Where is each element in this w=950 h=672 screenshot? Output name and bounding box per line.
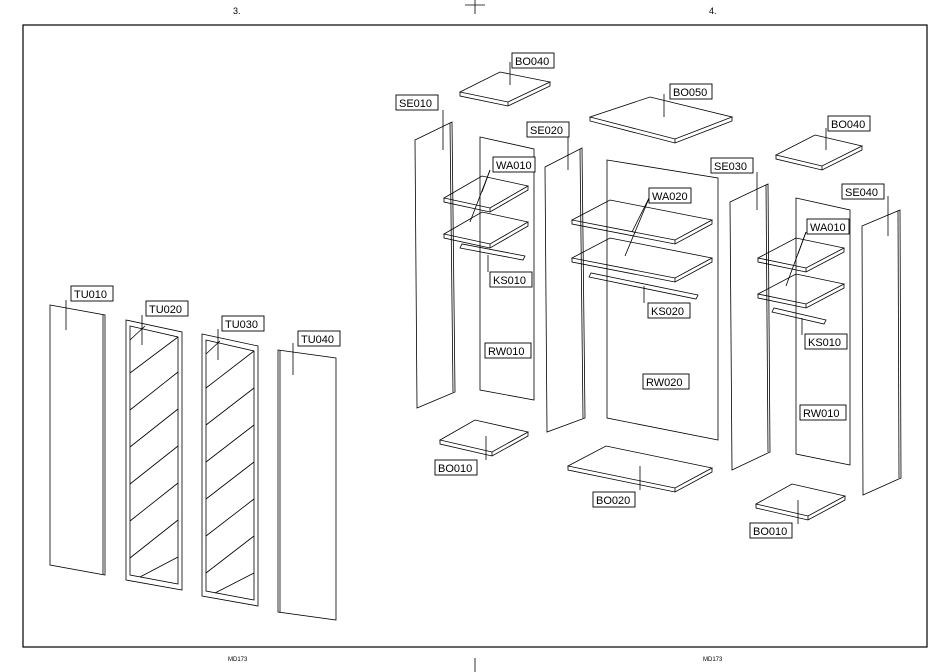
shelf-wa020-bottom: [572, 238, 712, 282]
label-rw010-right: RW010: [803, 408, 839, 420]
shelf-wa010-right-bottom: [758, 274, 844, 308]
shelf-wa010-right-top: [758, 238, 844, 272]
rail-ks010-right: [772, 308, 826, 335]
label-tu010: TU010: [74, 289, 107, 301]
side-panel-se020: [545, 135, 585, 432]
label-bo040-left: BO040: [515, 56, 549, 68]
bottom-panel-bo020: [568, 446, 712, 492]
door-tu010: [50, 300, 105, 575]
bottom-panel-bo010-left: [440, 420, 528, 460]
rail-ks020: [589, 273, 698, 303]
top-panel-bo040-left: [460, 62, 550, 106]
label-se030: SE030: [714, 161, 747, 173]
label-wa010-right: WA010: [810, 222, 846, 234]
label-ks010-left: KS010: [493, 275, 526, 287]
label-ks010-right: KS010: [808, 337, 841, 349]
label-bo040-right: BO040: [831, 119, 865, 131]
label-rw010-left: RW010: [488, 346, 524, 358]
door-tu020: [126, 315, 182, 590]
label-bo010-right: BO010: [753, 526, 787, 538]
label-rw020: RW020: [646, 377, 682, 389]
door-tu040: [278, 343, 336, 620]
label-tu020: TU020: [149, 304, 182, 316]
side-panel-se010: [415, 110, 455, 408]
rail-ks010-left: [460, 244, 525, 272]
label-se020: SE020: [530, 125, 563, 137]
label-se010: SE010: [399, 98, 432, 110]
side-panel-se040: [862, 196, 901, 495]
label-bo050: BO050: [673, 87, 707, 99]
label-bo020: BO020: [596, 495, 630, 507]
label-ks020: KS020: [651, 306, 684, 318]
label-wa020: WA020: [652, 191, 688, 203]
page-frame: [23, 25, 927, 647]
label-tu030: TU030: [225, 319, 258, 331]
side-panel-se030: [730, 172, 770, 470]
label-se040: SE040: [845, 187, 878, 199]
label-tu040: TU040: [301, 334, 334, 346]
bottom-panel-bo010-right: [756, 484, 845, 524]
shelf-wa010-left-bottom: [444, 212, 528, 248]
shelf-wa020-top: [572, 200, 712, 244]
door-tu030: [202, 329, 258, 606]
label-wa010-left: WA010: [496, 160, 532, 172]
label-bo010-left: BO010: [438, 463, 472, 475]
top-panel-bo050: [590, 94, 732, 143]
top-panel-bo040-right: [776, 128, 862, 170]
